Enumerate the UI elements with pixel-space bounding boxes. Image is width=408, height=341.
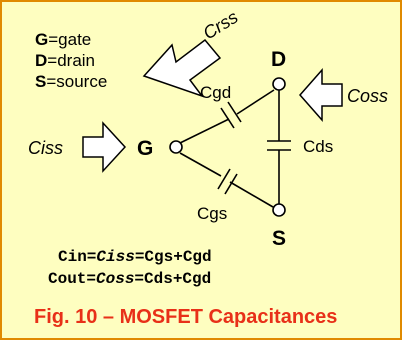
legend-source: S=source xyxy=(35,72,107,91)
cds-label: Cds xyxy=(303,137,333,156)
coss-label: Coss xyxy=(347,86,388,106)
drain-terminal xyxy=(272,77,286,91)
capacitor-labels: Cgd Cds Cgs xyxy=(197,83,333,223)
cgd-plate-b xyxy=(227,101,242,123)
legend-gate: G=gate xyxy=(35,30,91,49)
cgd-plate-a xyxy=(220,107,235,129)
circuit-wires xyxy=(179,89,291,208)
ciss-label: Ciss xyxy=(28,138,63,158)
cin-equation: Cin=Ciss=Cgs+Cgd xyxy=(58,248,212,266)
cgs-plate-a xyxy=(217,168,231,190)
gate-terminal xyxy=(169,140,183,154)
coss-arrow: Coss xyxy=(299,68,388,122)
node-labels: G D S xyxy=(137,48,286,250)
source-label: S xyxy=(272,227,286,250)
terminal-legend: G=gate D=drain S=source xyxy=(35,30,107,91)
gate-label: G xyxy=(137,137,153,160)
legend-drain: D=drain xyxy=(35,51,95,70)
cgs-plate-b xyxy=(224,173,238,195)
cgs-label: Cgs xyxy=(197,204,227,223)
cgd-label: Cgd xyxy=(200,83,231,102)
cout-equation: Cout=Coss=Cds+Cgd xyxy=(48,270,211,288)
equations: Cin=Ciss=Cgs+Cgd Cout=Coss=Cds+Cgd xyxy=(48,248,212,288)
ciss-arrow: Ciss xyxy=(28,121,127,173)
figure-caption: Fig. 10 – MOSFET Capacitances xyxy=(34,306,337,328)
drain-label: D xyxy=(271,48,286,71)
source-terminal xyxy=(272,203,286,217)
